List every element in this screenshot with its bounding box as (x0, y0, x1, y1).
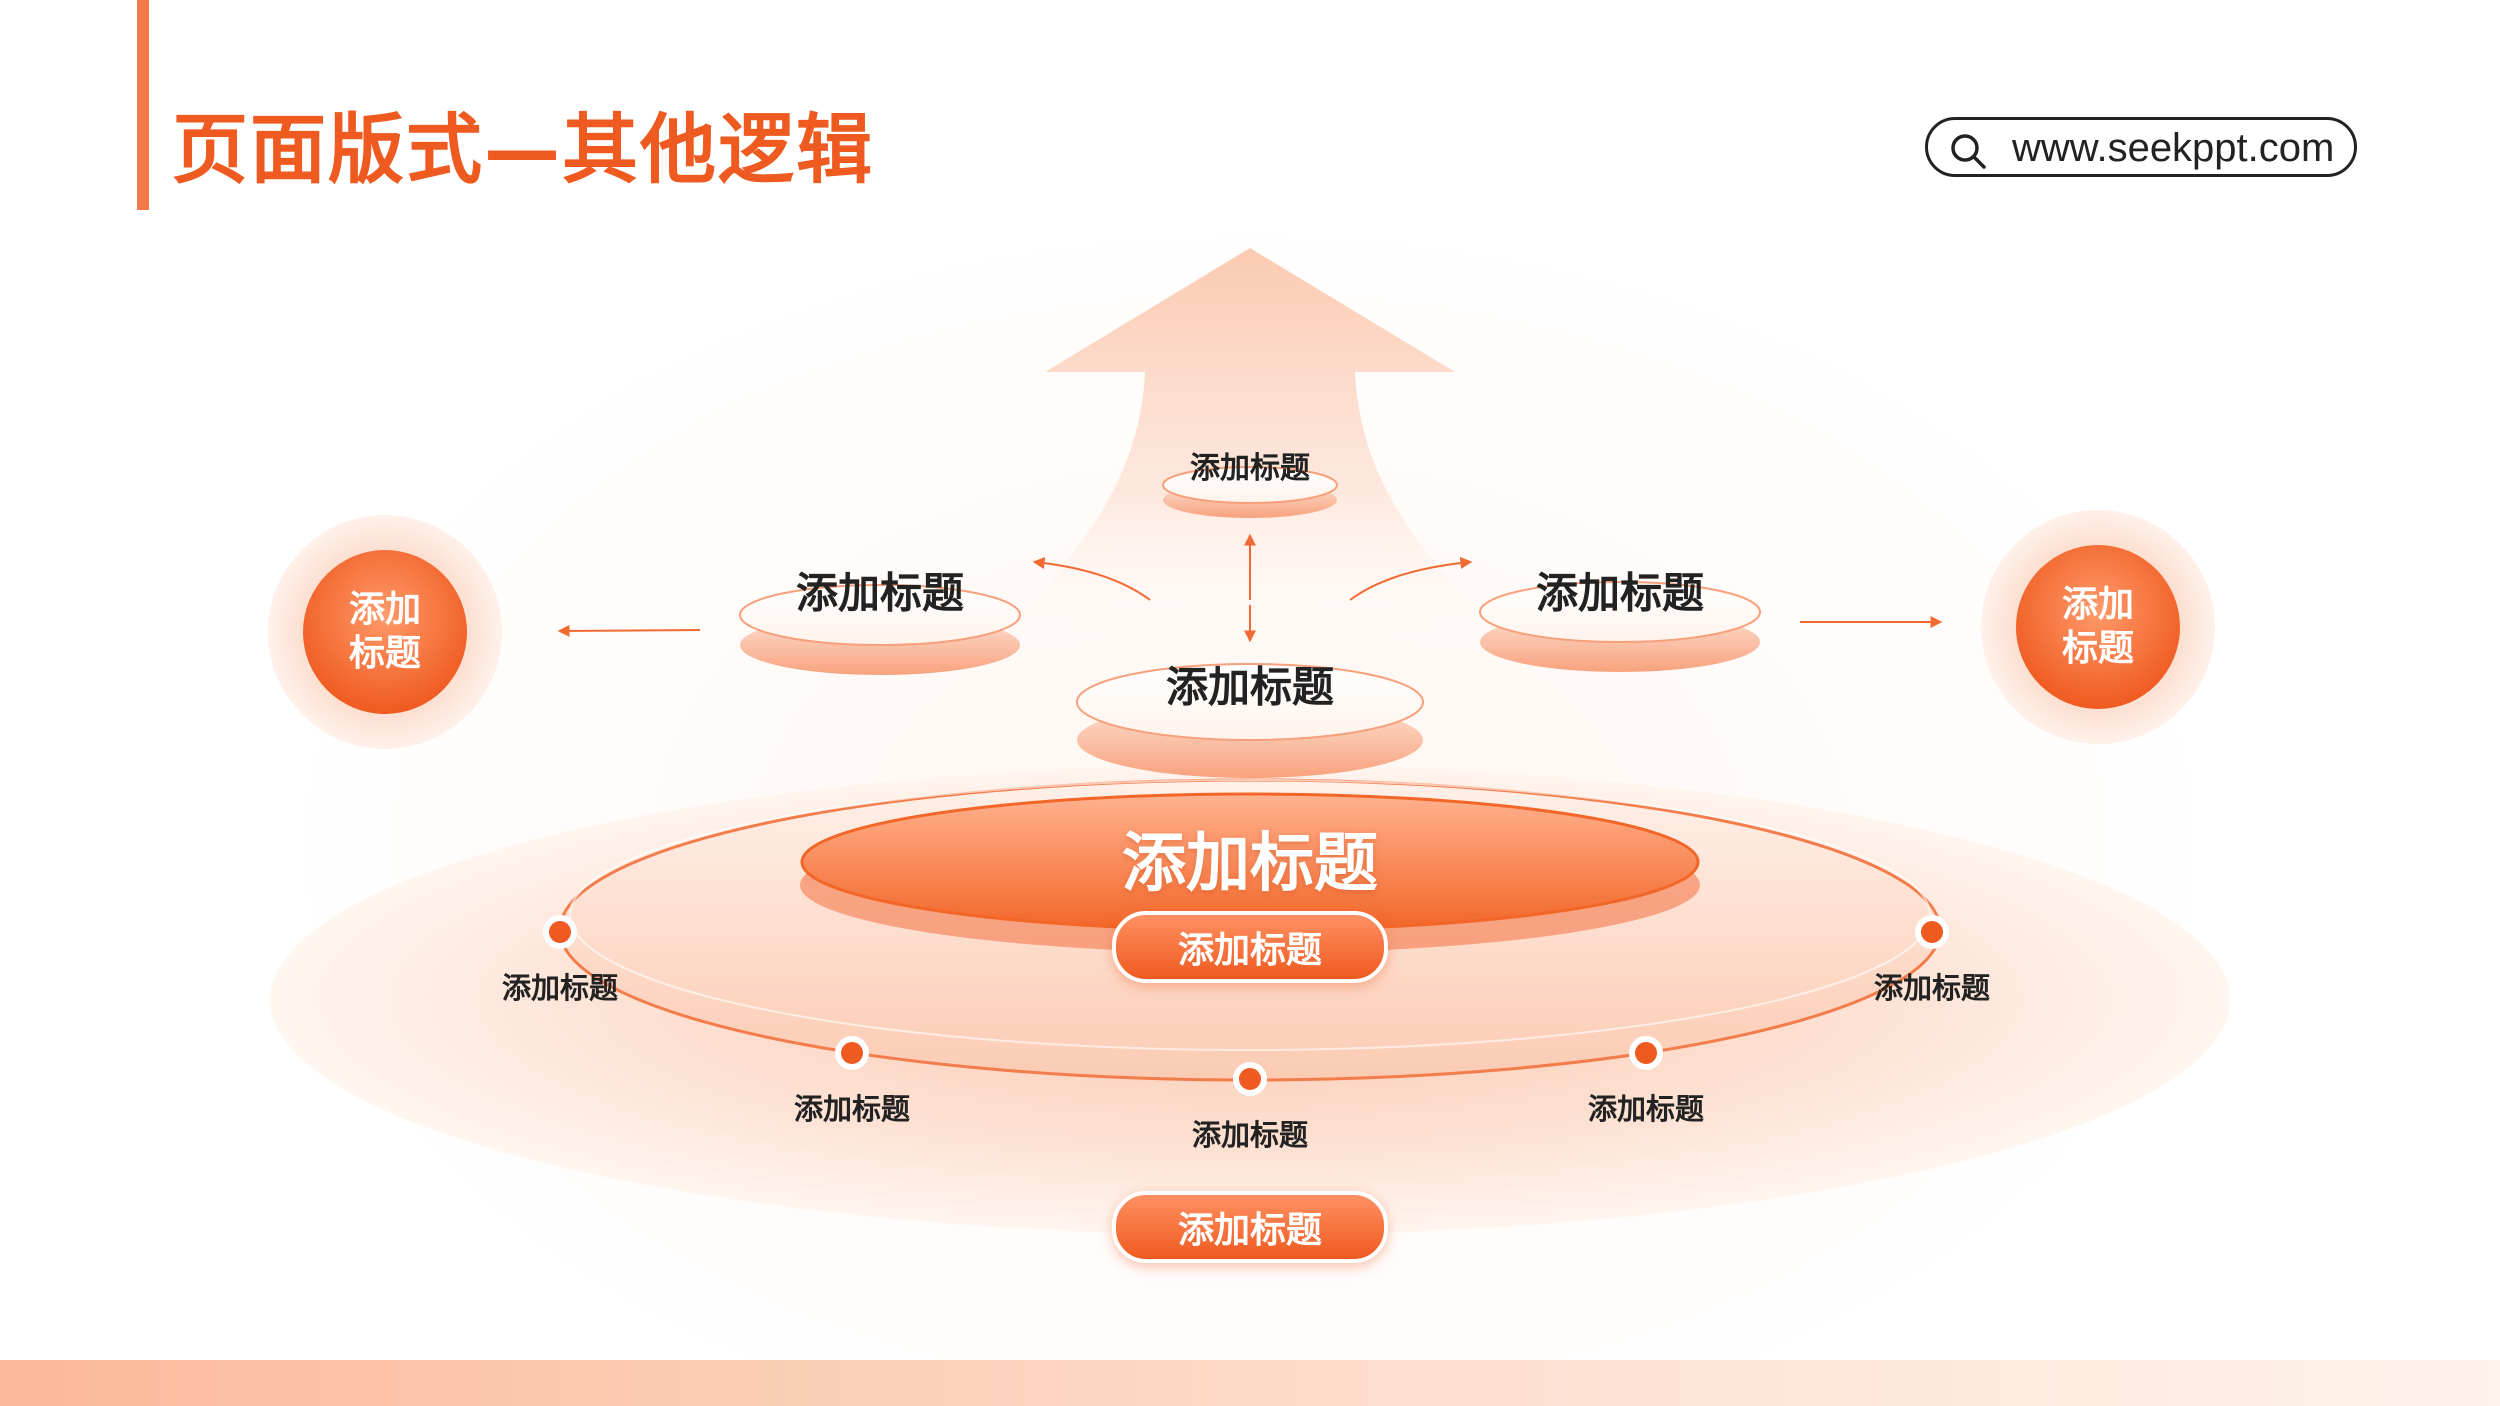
ring-point-dot (1915, 915, 1949, 949)
arrow-to-left-circle (557, 624, 701, 637)
left-circle-label: 添加 标题 (348, 589, 422, 674)
left-disc-shape (739, 584, 1021, 675)
left-disc-label: 添加标题 (795, 568, 965, 618)
arrow-to-right-disc (1349, 556, 1473, 601)
right-disc-label: 添加标题 (1535, 568, 1705, 618)
right-circle-label: 添加 标题 (2061, 584, 2135, 669)
base-title: 添加标题 (1122, 827, 1378, 901)
ring-point-label: 添加标题 (1191, 1118, 1309, 1152)
ring-point-dot (543, 915, 577, 949)
right-disc-shape (1479, 581, 1761, 672)
ring-point-label: 添加标题 (501, 971, 619, 1005)
search-box[interactable]: www.seekppt.com (1925, 117, 2357, 177)
center-disc-label: 添加标题 (1165, 662, 1335, 712)
ring-point-label: 添加标题 (793, 1092, 911, 1126)
ring-point-label: 添加标题 (1587, 1092, 1705, 1126)
top-disc-label: 添加标题 (1190, 451, 1310, 486)
ring-point-dot (835, 1036, 869, 1070)
right-circle-shape (1981, 510, 2215, 744)
left-circle-shape (268, 515, 502, 749)
ring-point-dot (1233, 1062, 1267, 1096)
center-disc-shape (1076, 663, 1424, 778)
title-accent-bar (137, 0, 149, 210)
up-arrow-shape (970, 248, 1530, 660)
search-url-text: www.seekppt.com (2012, 126, 2335, 170)
ring-point-dot (1629, 1036, 1663, 1070)
page-title: 页面版式—其他逻辑 (172, 105, 874, 194)
arrow-to-left-disc (1032, 557, 1151, 601)
top-disc-shape (1162, 466, 1338, 518)
base-pill-upper: 添加标题 (1112, 911, 1388, 983)
base-pill-lower: 添加标题 (1112, 1191, 1388, 1263)
bottom-accent-bar (0, 1360, 2500, 1406)
search-icon (1951, 134, 1986, 169)
connector-arrows (557, 533, 1943, 643)
ring-point-label: 添加标题 (1873, 971, 1991, 1005)
ring-point-markers (543, 915, 1949, 1096)
